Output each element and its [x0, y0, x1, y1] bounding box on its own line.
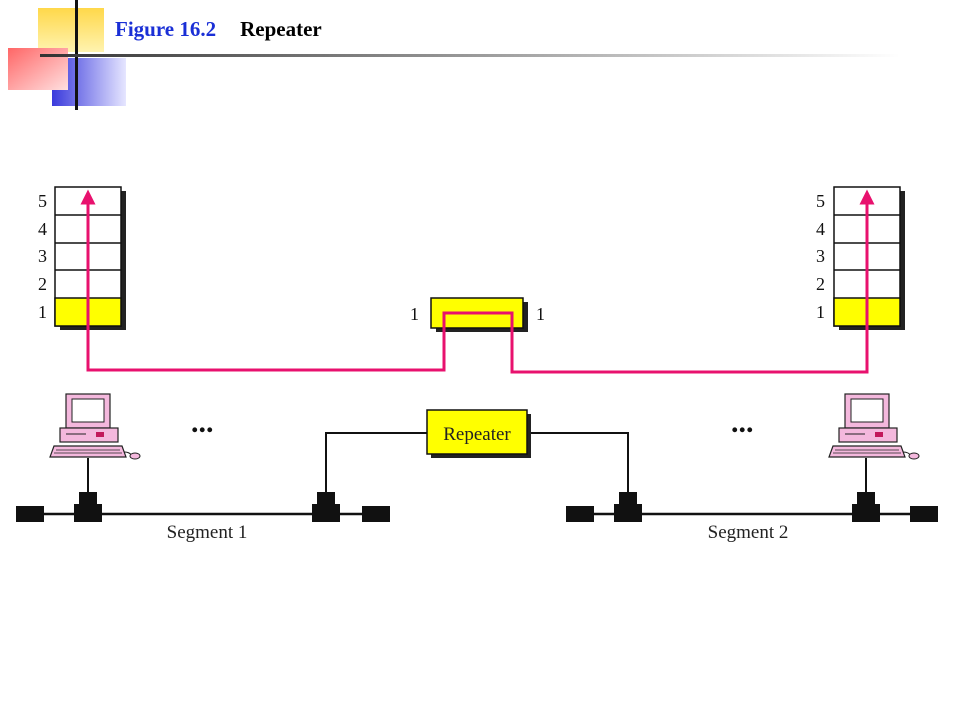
left-layer-label: 2 [38, 274, 47, 294]
slide-title: Figure 16.2 Repeater [115, 17, 322, 42]
tap-connector [614, 504, 642, 522]
left-layer-label: 5 [38, 191, 47, 211]
deco-yellow-block [38, 8, 104, 52]
tap-connector [852, 504, 880, 522]
right-layer-label: 1 [816, 302, 825, 322]
terminator [16, 506, 44, 522]
left-layer-label: 1 [38, 302, 47, 322]
tap-connector [857, 492, 875, 506]
left-protocol-stack: 5 4 3 2 1 [38, 186, 126, 330]
repeater-right-layer-label: 1 [536, 304, 545, 324]
repeater-cable-left [325, 432, 428, 500]
tap-connector [317, 492, 335, 506]
deco-horizontal-rule [40, 54, 900, 57]
slide-decoration [8, 0, 900, 110]
right-layer-label: 2 [816, 274, 825, 294]
right-protocol-stack: 5 4 3 2 1 [816, 186, 905, 330]
tap-connector [74, 504, 102, 522]
repeater-label: Repeater [443, 424, 511, 445]
computer-icon [49, 393, 141, 460]
right-layer-label: 5 [816, 191, 825, 211]
repeater-device: Repeater [426, 409, 531, 458]
left-layer-label: 3 [38, 246, 47, 266]
right-layer-label: 3 [816, 246, 825, 266]
ellipsis-left: ... [191, 406, 214, 439]
repeater-cable-right [528, 432, 629, 500]
segment-2: Segment 2 [566, 458, 938, 543]
data-flow-path [86, 215, 869, 374]
tap-connector [619, 492, 637, 506]
tap-connector [312, 504, 340, 522]
computer-icon [828, 393, 920, 460]
terminator [566, 506, 594, 522]
segment-2-label: Segment 2 [708, 522, 789, 543]
terminator [362, 506, 390, 522]
segment-1-label: Segment 1 [167, 522, 248, 543]
tap-connector [79, 492, 97, 506]
figure-label: Figure 16.2 [115, 17, 217, 41]
repeater-left-layer-label: 1 [410, 304, 419, 324]
right-layer-label: 4 [816, 219, 825, 239]
left-layer-label: 4 [38, 219, 47, 239]
terminator [910, 506, 938, 522]
segment-1: Segment 1 [16, 458, 390, 543]
ellipsis-right: ... [731, 406, 754, 439]
figure-title: Repeater [240, 17, 322, 41]
repeater-layer-box: 1 1 [410, 297, 545, 332]
